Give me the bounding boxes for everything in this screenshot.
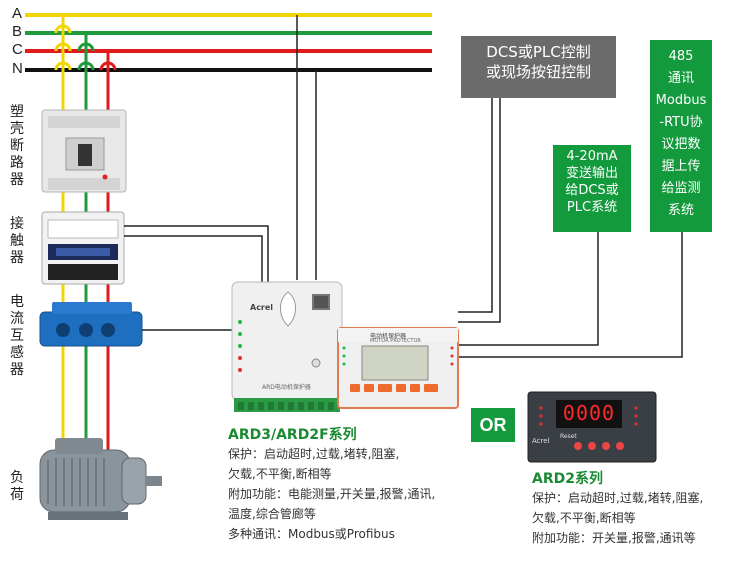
ard3-desc-line: 欠载,不平衡,断相等 (228, 467, 332, 481)
ard2-title: ARD2系列 (532, 471, 603, 487)
ard3-title: ARD3/ARD2F系列 (228, 427, 357, 443)
current-transformer-device (39, 302, 143, 347)
breaker-label: 塑壳断路器 (10, 104, 24, 188)
ard3-description: 保护：启动超时,过载,堵转,阻塞, 欠载,不平衡,断相等 附加功能：电能测量,开… (228, 444, 435, 544)
display-label-en: MOTOR PROTECTOR (370, 338, 421, 344)
ard2-brand: Acrel (532, 437, 550, 445)
ard3-body-label: ARD电动机保护器 (262, 384, 311, 391)
contactor-device (41, 211, 125, 285)
control-box-line1: DCS或PLC控制 (486, 43, 591, 61)
motor-device (39, 438, 162, 520)
ard3-brand: Acrel (250, 303, 274, 312)
analog-line: 给DCS或 (565, 183, 619, 198)
comm-line: Modbus (655, 93, 707, 108)
phase-label-a: A (12, 5, 23, 22)
ard2-reset-label: Reset (560, 433, 577, 440)
ard3-desc-line: 温度,综合管廊等 (228, 507, 316, 521)
ard3-desc-line: 附加功能：电能测量,开关量,报警,通讯, (228, 487, 436, 501)
comm-line: 议把数 (661, 137, 701, 152)
ard2-description: 保护：启动超时,过载,堵转,阻塞, 欠载,不平衡,断相等 附加功能：开关量,报警… (532, 488, 703, 548)
comm-box: 485 通讯 Modbus -RTU协 议把数 据上传 给监测 系统 (650, 40, 712, 232)
analog-line: PLC系统 (566, 200, 618, 215)
current-transformer-label: 电流互感器 (10, 294, 24, 378)
phase-label-n: N (12, 60, 23, 77)
comm-line: 通讯 (667, 71, 694, 86)
comm-line: 485 (668, 49, 694, 64)
comm-line: 据上传 (661, 159, 701, 174)
ard2-desc-line: 保护：启动超时,过载,堵转,阻塞, (532, 491, 704, 505)
control-box: DCS或PLC控制 或现场按钮控制 (461, 36, 616, 98)
analog-line: 4-20mA (566, 149, 618, 164)
or-badge: OR (471, 408, 515, 442)
analog-line: 变送输出 (565, 166, 618, 181)
comm-line: 系统 (667, 203, 694, 218)
load-label: 负荷 (10, 470, 24, 503)
comm-line: -RTU协 (659, 115, 703, 130)
ard3-desc-line: 保护：启动超时,过载,堵转,阻塞, (228, 447, 400, 461)
breaker-device (41, 109, 127, 193)
analog-output-box: 4-20mA 变送输出 给DCS或 PLC系统 (553, 145, 631, 232)
control-box-line2: 或现场按钮控制 (485, 63, 591, 81)
ard3-desc-line: 多种通讯：Modbus或Profibus (228, 527, 395, 541)
ard2-desc-line: 附加功能：开关量,报警,通讯等 (532, 531, 696, 545)
ard3-display-module (337, 327, 459, 409)
ard2-desc-line: 欠载,不平衡,断相等 (532, 511, 636, 525)
phase-label-b: B (12, 23, 23, 40)
contactor-label: 接触器 (10, 216, 24, 266)
phase-label-c: C (12, 41, 23, 58)
ard2-device (527, 391, 657, 463)
comm-line: 给监测 (661, 181, 701, 196)
display-label: 电动机保护器 (370, 333, 407, 340)
ard3-device (231, 281, 343, 412)
ard2-readout: 0000 (562, 401, 616, 425)
